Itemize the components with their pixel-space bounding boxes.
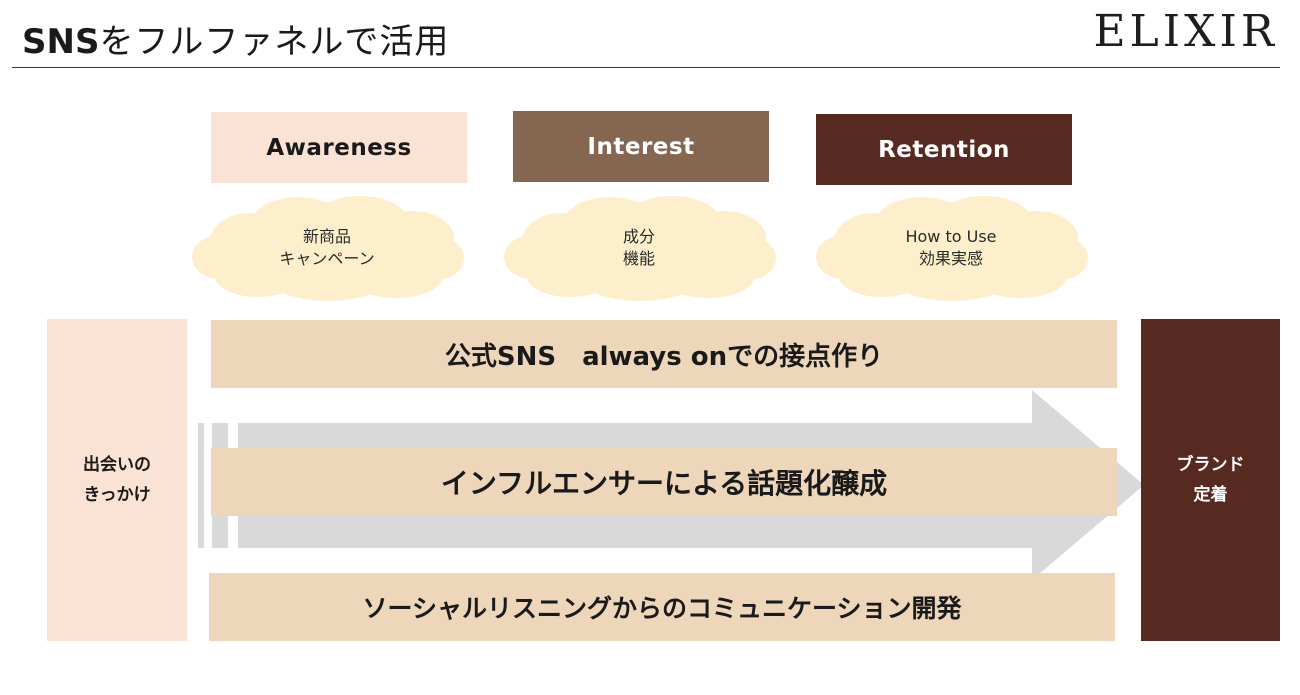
stage-awareness: Awareness bbox=[211, 112, 467, 183]
title-rest: をフルファネルで活用 bbox=[99, 22, 450, 62]
cloud-interest-line2: 機能 bbox=[622, 249, 655, 268]
cloud-interest: 成分 機能 bbox=[500, 193, 778, 303]
cloud-icon bbox=[816, 196, 1088, 301]
stage-interest-label: Interest bbox=[587, 133, 695, 160]
stage-interest: Interest bbox=[513, 111, 769, 182]
stage-retention: Retention bbox=[816, 114, 1072, 185]
title-sns: SNS bbox=[22, 22, 100, 62]
band-official-sns: 公式SNS always onでの接点作り bbox=[211, 320, 1117, 388]
cloud-icon bbox=[192, 196, 464, 301]
cloud-retention: How to Use 効果実感 bbox=[812, 193, 1090, 303]
side-panel-brand-loyalty: ブランド 定着 bbox=[1141, 319, 1280, 641]
cloud-icon bbox=[504, 196, 776, 301]
cloud-interest-line1: 成分 bbox=[622, 227, 655, 246]
side-panel-first-contact: 出会いの きっかけ bbox=[47, 319, 187, 641]
side-right-line2: 定着 bbox=[1193, 485, 1228, 505]
cloud-awareness-line1: 新商品 bbox=[302, 227, 351, 246]
side-right-line1: ブランド bbox=[1176, 455, 1245, 475]
band-social-listening: ソーシャルリスニングからのコミュニケーション開発 bbox=[209, 573, 1115, 641]
cloud-awareness: 新商品 キャンペーン bbox=[188, 193, 466, 303]
band-influencer-label: インフルエンサーによる話題化醸成 bbox=[440, 467, 888, 500]
header-divider bbox=[12, 67, 1280, 68]
side-left-line1: 出会いの bbox=[83, 455, 151, 475]
side-left-line2: きっかけ bbox=[83, 485, 151, 505]
cloud-retention-line2: 効果実感 bbox=[918, 249, 983, 268]
elixir-logo: ELIXIR bbox=[1093, 6, 1278, 57]
cloud-retention-line1: How to Use bbox=[905, 227, 997, 246]
cloud-awareness-line2: キャンペーン bbox=[279, 249, 375, 268]
band-social-listening-label: ソーシャルリスニングからのコミュニケーション開発 bbox=[362, 594, 962, 623]
stage-awareness-label: Awareness bbox=[266, 134, 412, 161]
slide-title: SNS をフルファネルで活用 bbox=[22, 14, 449, 64]
band-official-sns-label: 公式SNS always onでの接点作り bbox=[444, 341, 884, 372]
stage-retention-label: Retention bbox=[878, 136, 1010, 163]
band-influencer: インフルエンサーによる話題化醸成 bbox=[211, 448, 1117, 516]
